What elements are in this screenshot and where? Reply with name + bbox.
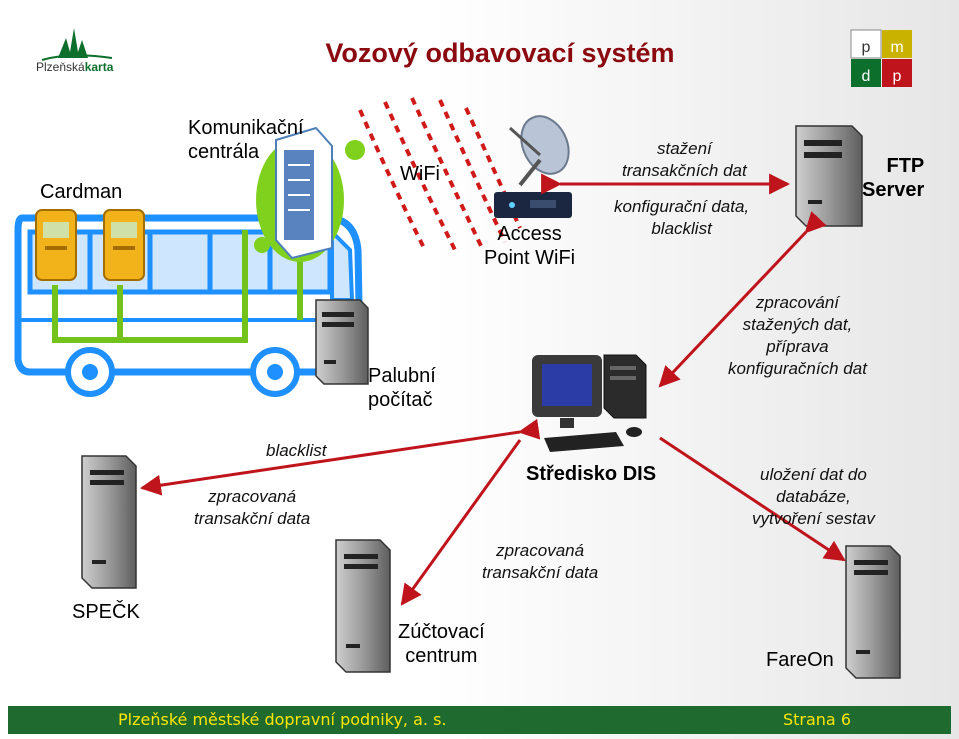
label-cardman: Cardman [40, 181, 123, 203]
fareon-server-icon [845, 545, 901, 679]
pmdp-logo: p m d p [850, 29, 912, 87]
label-ftp-server: FTP Server [862, 155, 925, 201]
plzenska-karta-logo-icon [41, 28, 113, 61]
validator-icon [35, 209, 77, 281]
clearing-center-server-icon [335, 539, 391, 673]
arrow-dis-clearing [400, 439, 522, 606]
onboard-computer-icon [315, 299, 369, 385]
logo-text-a: Plzeňská [36, 60, 85, 74]
pmdp-p2: p [893, 68, 902, 85]
arrow-ftp-dis [658, 211, 827, 388]
plzenska-karta-logo: Plzeňskákarta [36, 60, 113, 74]
access-point-icon [494, 115, 572, 218]
label-stredisko-dis: Středisko DIS [526, 463, 657, 485]
specek-server-icon [81, 455, 137, 589]
footer-page-number: Strana 6 [782, 710, 851, 729]
dis-workstation-icon [532, 354, 647, 452]
label-zpracovana-clearing: zpracovaná transakční data [482, 541, 599, 582]
label-fareon: FareOn [766, 649, 834, 671]
label-stazeni: stažení transakčních dat [622, 139, 747, 180]
label-palubni-pocitac: Palubní počítač [368, 365, 436, 411]
page-title: Vozový odbavovací systém [325, 38, 675, 68]
validator-icon [103, 209, 145, 281]
label-ulozeni: uložení dat do databáze, vytvoření sesta… [752, 465, 875, 528]
pmdp-m: m [890, 39, 903, 56]
label-wifi: WiFi [400, 163, 440, 185]
label-zpracovani: zpracování stažených dat, příprava konfi… [728, 293, 867, 378]
label-zpracovana-specek: zpracovaná transakční data [194, 487, 311, 528]
label-zuctovaci-centrum: Zúčtovací centrum [398, 621, 485, 667]
communication-unit-icon [275, 126, 333, 260]
pmdp-p1: p [862, 39, 871, 56]
data-flow-arrows [139, 173, 846, 606]
label-konfiguracni: konfigurační data, blacklist [614, 197, 750, 238]
label-komunikacni-centrala: Komunikační centrála [188, 117, 304, 163]
label-access-point: Access Point WiFi [484, 223, 576, 269]
arrow-dis-fareon [659, 436, 846, 562]
ftp-server-icon [795, 125, 863, 227]
arrow-dis-specek [139, 418, 541, 496]
logo-text-b: karta [84, 60, 114, 74]
pmdp-d: d [862, 68, 871, 85]
footer-bar: Plzeňské městské dopravní podniky, a. s.… [8, 706, 951, 734]
label-blacklist: blacklist [266, 441, 327, 460]
footer-company: Plzeňské městské dopravní podniky, a. s. [118, 710, 447, 729]
label-specek: SPEČK [72, 601, 140, 623]
